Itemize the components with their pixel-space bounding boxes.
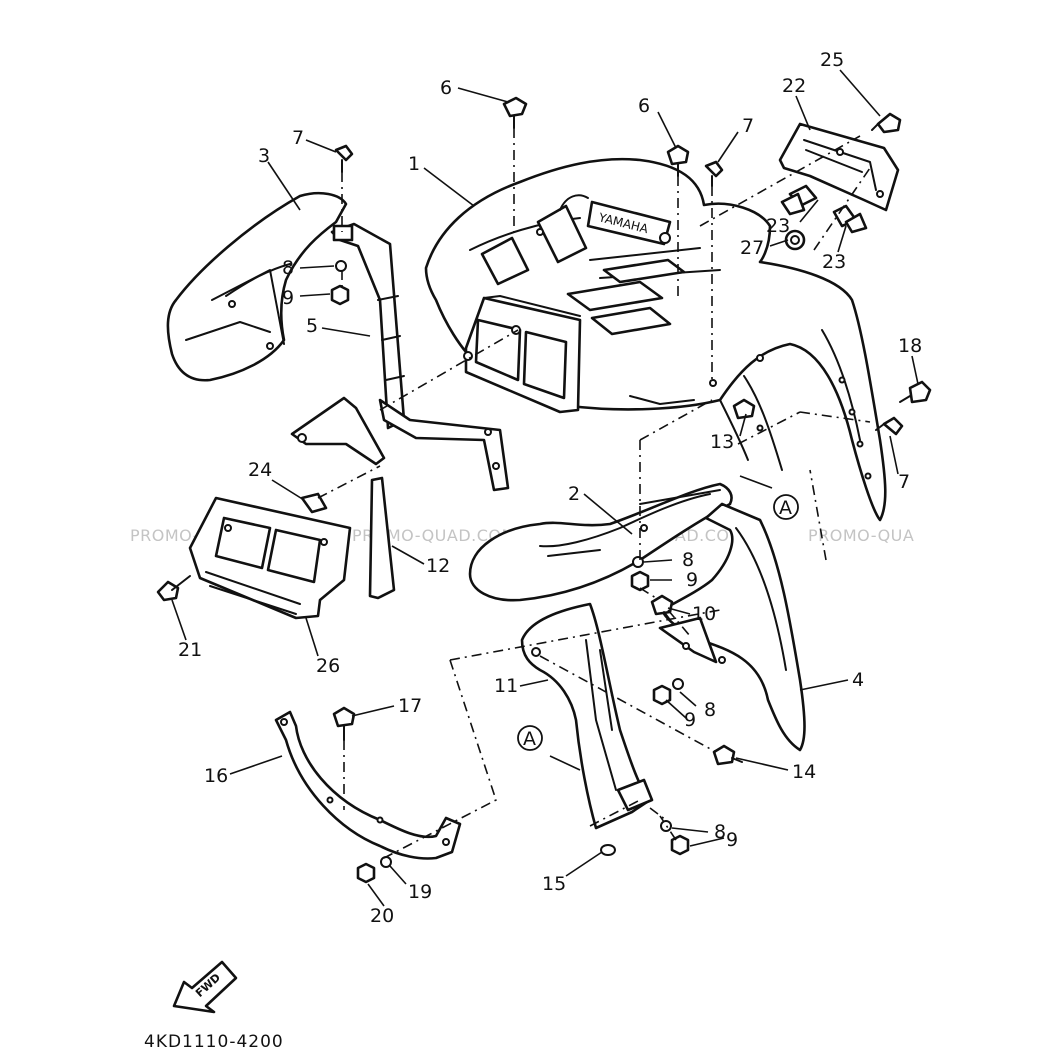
nut-part-9-c xyxy=(652,684,672,706)
callout-8d: 8 xyxy=(714,821,726,843)
callout-20: 20 xyxy=(370,905,394,927)
callout-9b: 9 xyxy=(686,569,698,591)
reference-marker-a-1: A xyxy=(773,494,799,520)
front-fender-part-1: YAMAHA xyxy=(424,157,887,522)
nut-part-9-b xyxy=(630,570,650,592)
headlight-frame-part-26 xyxy=(188,496,352,620)
callout-10: 10 xyxy=(692,603,716,625)
callout-9a: 9 xyxy=(282,287,294,309)
watermark-2: PROMO-QUAD.COM xyxy=(352,526,516,545)
callout-26: 26 xyxy=(316,655,340,677)
headlight-housing-upper xyxy=(463,295,582,414)
callout-6a: 6 xyxy=(440,77,452,99)
assembly-lines xyxy=(317,128,871,859)
callout-14: 14 xyxy=(792,761,816,783)
callout-27: 27 xyxy=(740,237,764,259)
callout-4: 4 xyxy=(852,669,864,691)
fwd-arrow-icon: FWD xyxy=(172,960,238,1014)
bolt-part-14 xyxy=(712,744,743,766)
svg-text:A: A xyxy=(523,728,536,750)
bracket-part-24-mount xyxy=(290,396,386,466)
callout-3: 3 xyxy=(258,145,270,167)
callout-16: 16 xyxy=(204,765,228,787)
bracket-part-16 xyxy=(274,710,462,860)
inner-fender-part-2 xyxy=(468,482,733,602)
screw-part-7-mid xyxy=(704,160,724,187)
callout-8c: 8 xyxy=(704,699,716,721)
washer-part-8-b xyxy=(632,556,644,568)
bolt-part-18 xyxy=(899,380,932,404)
stay-part-5 xyxy=(330,222,406,430)
washer-part-15 xyxy=(600,844,616,856)
reference-marker-a-2: A xyxy=(517,725,543,751)
callout-9c: 9 xyxy=(684,709,696,731)
grommet-part-27 xyxy=(784,229,806,251)
mudguard-part-3 xyxy=(166,191,348,382)
callout-6b: 6 xyxy=(638,95,650,117)
callout-7a: 7 xyxy=(292,127,304,149)
callout-25: 25 xyxy=(820,49,844,71)
screw-part-7-right xyxy=(875,416,904,436)
callout-1: 1 xyxy=(408,153,420,175)
light-cover-part-22 xyxy=(778,122,900,212)
washer-part-8-c xyxy=(672,678,684,690)
washer-part-19 xyxy=(380,856,392,868)
callout-18: 18 xyxy=(898,335,922,357)
grommet-part-23 xyxy=(780,184,868,234)
callout-9d: 9 xyxy=(726,829,738,851)
callout-11: 11 xyxy=(494,675,518,697)
callout-12: 12 xyxy=(426,555,450,577)
callout-2: 2 xyxy=(568,483,580,505)
callout-19: 19 xyxy=(408,881,432,903)
callout-7c: 7 xyxy=(898,471,910,493)
leader-lines xyxy=(171,69,919,907)
bracket-part-12 xyxy=(368,398,510,600)
nut-part-9-d xyxy=(670,834,690,856)
svg-text:A: A xyxy=(779,497,792,519)
callouts: 1 2 3 4 5 6 6 7 7 7 8 8 8 8 9 9 9 9 10 1… xyxy=(178,49,922,927)
watermark-4: PROMO-QUA xyxy=(808,526,914,545)
screw-part-7-left xyxy=(334,144,354,173)
callout-8a: 8 xyxy=(282,257,294,279)
bolt-part-13 xyxy=(732,398,756,420)
callout-15: 15 xyxy=(542,873,566,895)
spacer-part-24 xyxy=(300,492,328,514)
callout-24: 24 xyxy=(248,459,272,481)
callout-22: 22 xyxy=(782,75,806,97)
callout-23b: 23 xyxy=(822,251,846,273)
callout-13: 13 xyxy=(710,431,734,453)
bolt-part-6-left xyxy=(502,96,528,129)
screw-part-25 xyxy=(871,112,902,134)
diagram-code: 4KD1110-4200 xyxy=(144,1032,284,1052)
callout-21: 21 xyxy=(178,639,202,661)
stay-part-11 xyxy=(520,602,654,830)
callout-5: 5 xyxy=(306,315,318,337)
side-guard-part-4 xyxy=(658,502,806,752)
callout-8b: 8 xyxy=(682,549,694,571)
nut-part-9-a xyxy=(330,284,350,306)
bolt-part-6-right xyxy=(666,144,690,177)
bolt-part-17 xyxy=(332,706,356,741)
washer-part-8-d xyxy=(660,820,672,832)
screw-part-21 xyxy=(156,575,191,602)
callout-17: 17 xyxy=(398,695,422,717)
washer-part-8-a xyxy=(335,260,347,272)
callout-23a: 23 xyxy=(766,215,790,237)
callout-7b: 7 xyxy=(742,115,754,137)
nut-part-20 xyxy=(356,862,376,884)
